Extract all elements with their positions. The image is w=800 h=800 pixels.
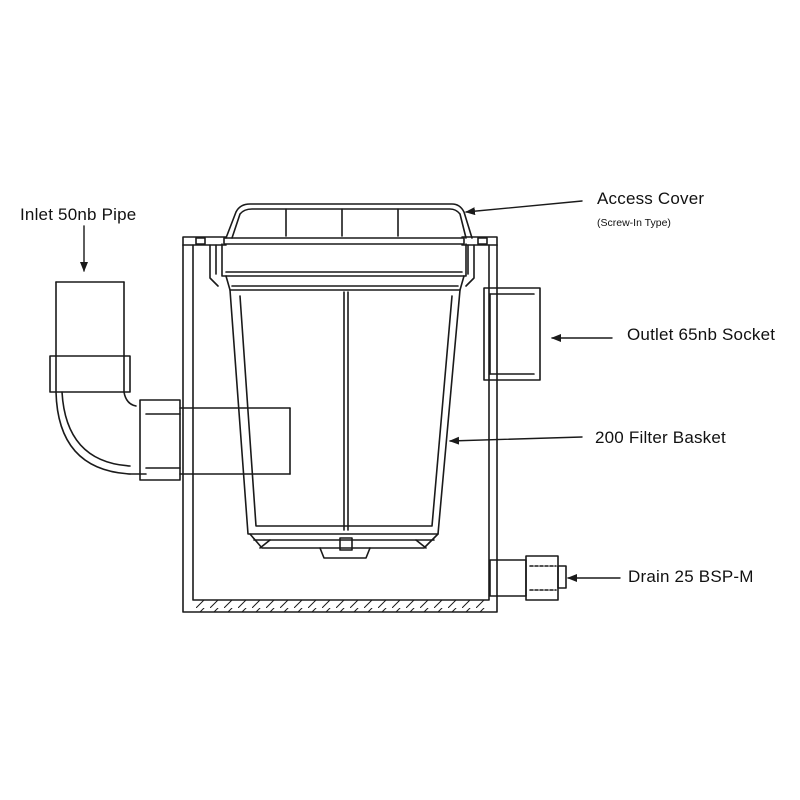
access-cover-sublabel: (Screw-In Type) bbox=[597, 217, 671, 229]
outlet-label: Outlet 65nb Socket bbox=[627, 325, 776, 344]
access-cover-arrow bbox=[465, 200, 583, 216]
filter-basket-label: 200 Filter Basket bbox=[595, 428, 726, 447]
inlet-label: Inlet 50nb Pipe bbox=[20, 205, 137, 224]
drain-fitting bbox=[489, 555, 567, 601]
inlet-pipe bbox=[49, 281, 291, 481]
tank-rim bbox=[182, 236, 498, 287]
tank-body bbox=[182, 244, 498, 613]
leader-arrows bbox=[80, 200, 621, 582]
outlet-socket bbox=[483, 287, 541, 381]
drain-label: Drain 25 BSP-M bbox=[628, 567, 754, 586]
access-cover bbox=[221, 203, 473, 291]
filter-basket bbox=[229, 289, 461, 559]
access-cover-label: Access Cover bbox=[597, 189, 705, 208]
filter-basket-arrow bbox=[449, 436, 583, 445]
